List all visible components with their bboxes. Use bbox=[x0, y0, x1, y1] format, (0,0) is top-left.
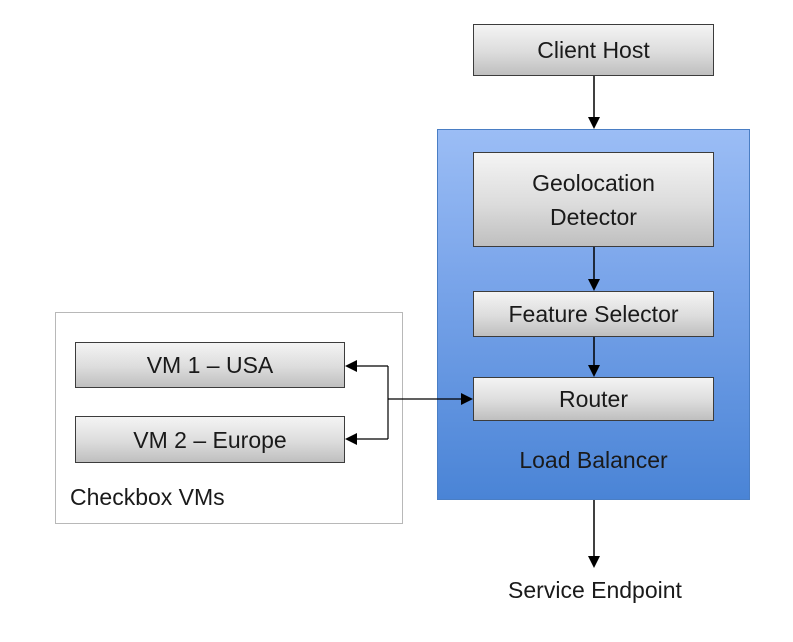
vm2-node: VM 2 – Europe bbox=[75, 416, 345, 463]
client-host-label: Client Host bbox=[537, 37, 650, 63]
client-host-node: Client Host bbox=[473, 24, 714, 76]
feature-selector-label: Feature Selector bbox=[508, 301, 679, 327]
vm1-label: VM 1 – USA bbox=[146, 352, 274, 378]
vm2-label: VM 2 – Europe bbox=[133, 426, 287, 453]
feature-selector-node: Feature Selector bbox=[473, 291, 714, 337]
service-endpoint-label: Service Endpoint bbox=[508, 577, 682, 603]
geolocation-detector-label-line1: Geolocation bbox=[532, 169, 655, 196]
router-node: Router bbox=[473, 377, 714, 421]
geolocation-detector-label-line2: Detector bbox=[550, 203, 637, 230]
geolocation-detector-node: Geolocation Detector bbox=[473, 152, 714, 247]
load-balancer-label: Load Balancer bbox=[519, 447, 668, 473]
checkbox-vms-label: Checkbox VMs bbox=[70, 484, 225, 510]
router-label: Router bbox=[558, 386, 629, 412]
vm1-node: VM 1 – USA bbox=[75, 342, 345, 388]
